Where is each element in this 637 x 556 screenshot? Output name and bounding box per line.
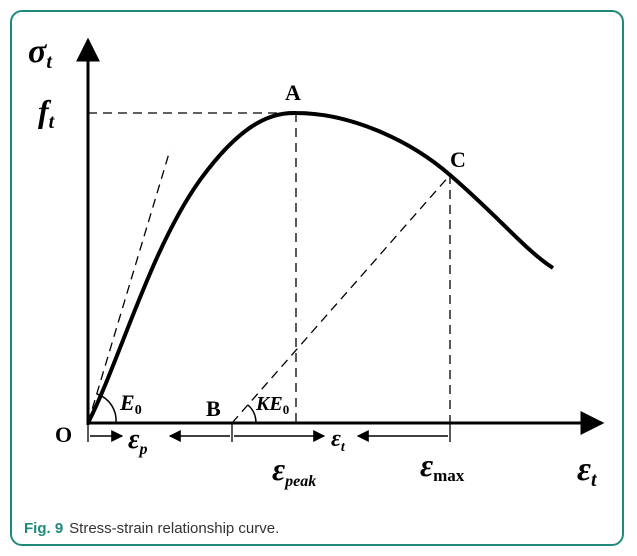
point-a-label: A: [285, 80, 301, 105]
x-axis-label: εt: [577, 451, 598, 491]
unloading-line-bc: [231, 174, 451, 424]
figure-caption: Fig. 9 Stress-strain relationship curve.: [24, 520, 279, 537]
initial-tangent-line: [87, 149, 171, 424]
e0-label: E0: [119, 390, 142, 418]
origin-label: O: [55, 422, 72, 447]
point-b-label: B: [206, 396, 221, 421]
y-axis-label: σt: [28, 33, 53, 73]
figure-frame: [10, 10, 624, 546]
caption-text: Stress-strain relationship curve.: [69, 520, 280, 537]
eps-max-label: εmax: [420, 447, 465, 485]
eps-p-label: εp: [128, 424, 147, 458]
eps-t-label: εt: [331, 426, 346, 455]
eps-peak-label: εpeak: [272, 451, 316, 490]
ke0-angle-arc: [247, 404, 257, 424]
figure-number: Fig. 9: [24, 520, 64, 537]
stress-strain-curve: [86, 110, 555, 424]
ke0-label: KE0: [255, 393, 289, 417]
point-c-label: C: [450, 147, 466, 172]
ft-label: ft: [38, 93, 56, 133]
e0-angle-arc: [96, 393, 117, 424]
